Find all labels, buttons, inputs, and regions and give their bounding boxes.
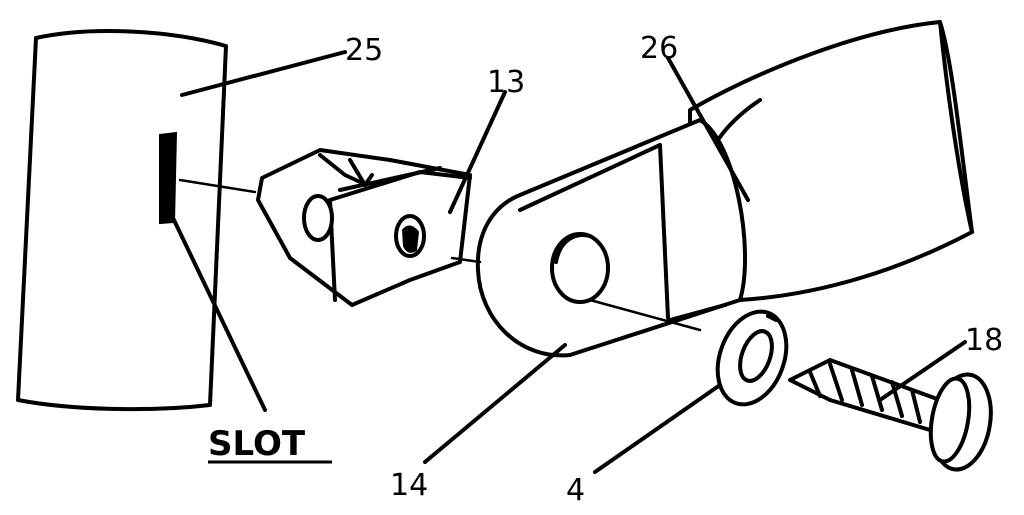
leader-13 <box>448 90 507 214</box>
leader-slot <box>171 216 267 412</box>
leader-4 <box>593 383 722 474</box>
label-26: 26 <box>640 31 678 66</box>
label-4: 4 <box>566 473 585 508</box>
washer-part-4 <box>715 309 789 407</box>
tube-part-25 <box>16 29 228 412</box>
label-25: 25 <box>345 33 383 68</box>
label-13: 13 <box>487 65 525 100</box>
leader-lines <box>171 50 967 474</box>
label-18: 18 <box>965 323 1003 358</box>
leader-25 <box>180 50 347 97</box>
plate-part-14 <box>475 118 747 358</box>
leader-26 <box>666 56 750 202</box>
assembly-axis-lines <box>178 178 702 332</box>
clip-part-13 <box>256 148 472 307</box>
leader-18 <box>878 340 967 402</box>
leader-14 <box>423 343 567 464</box>
screw-part-18 <box>788 358 993 472</box>
label-14: 14 <box>390 468 428 503</box>
label-slot: SLOT <box>208 424 306 464</box>
